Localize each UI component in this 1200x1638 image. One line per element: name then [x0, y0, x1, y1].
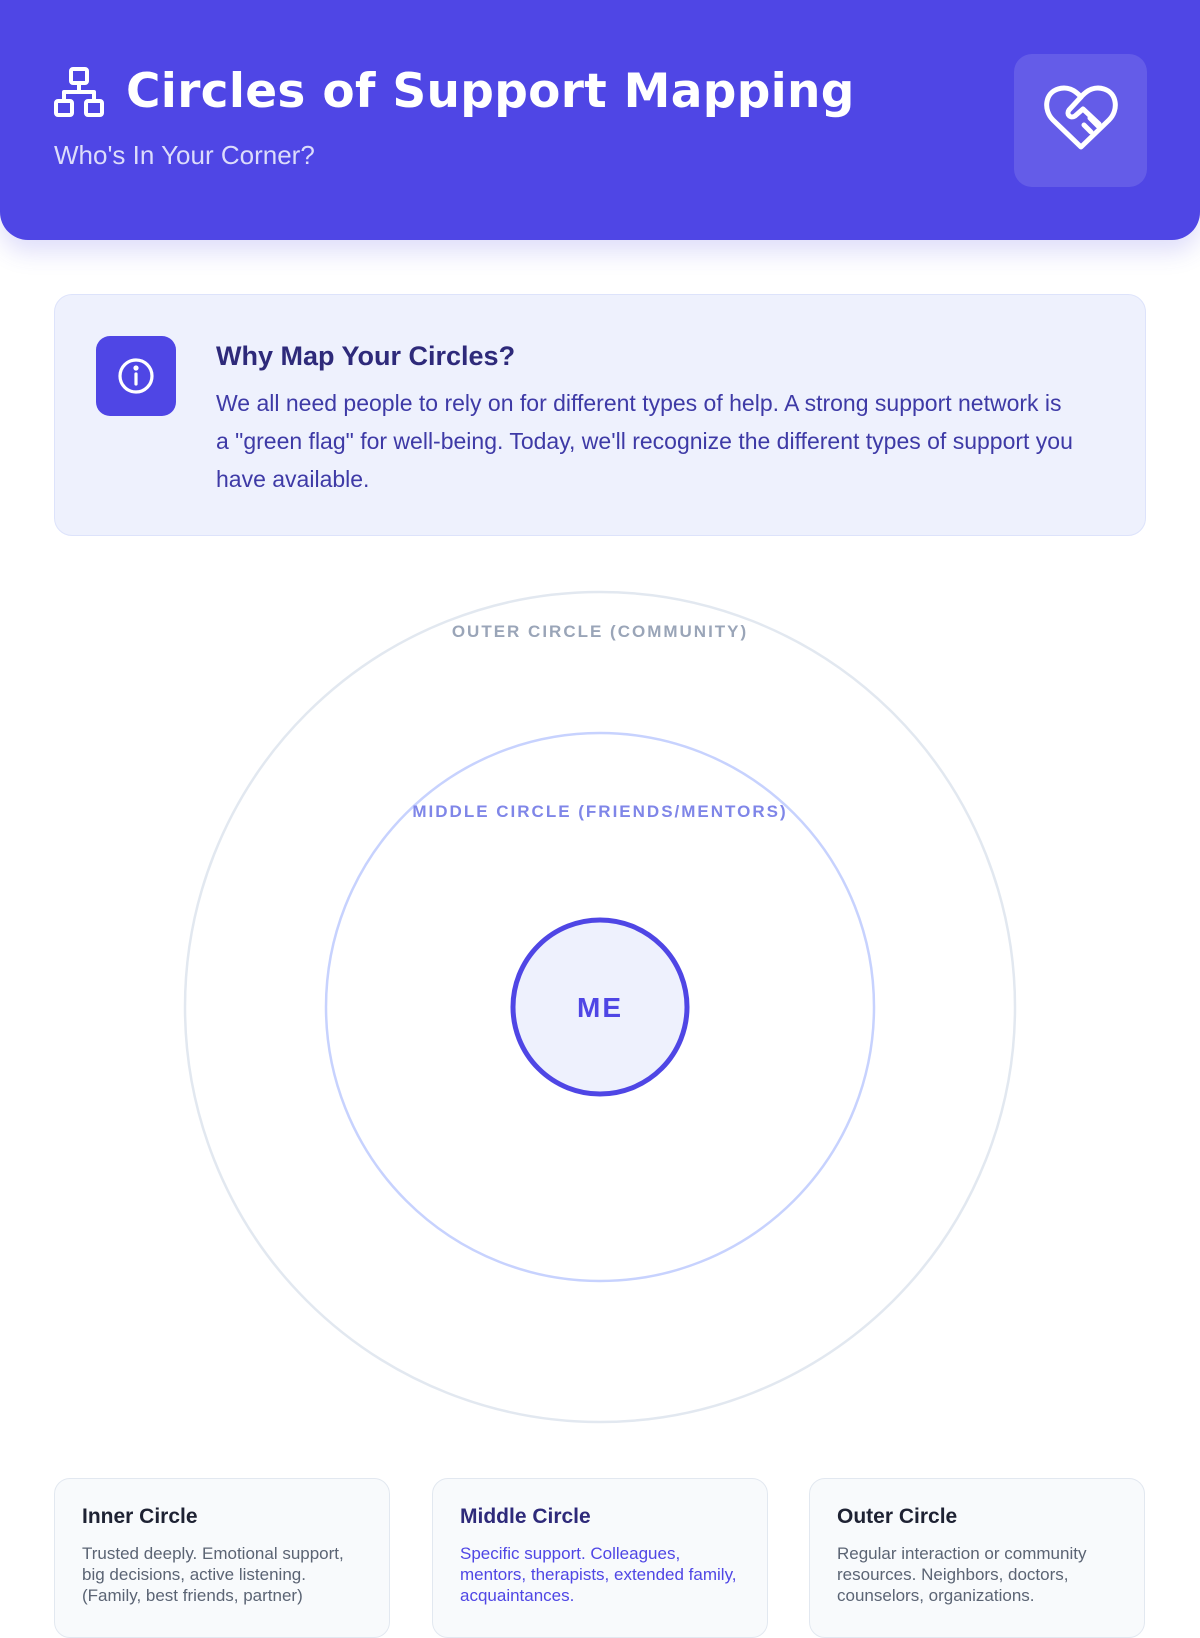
legend-description: Specific support. Colleagues, mentors, t… [460, 1544, 737, 1605]
legend-title: Outer Circle [837, 1505, 958, 1528]
sitemap-icon [54, 66, 104, 117]
legend-description: Regular interaction or community resourc… [837, 1544, 1087, 1605]
me-circle [510, 917, 690, 1097]
support-circles-diagram: OUTER CIRCLE (COMMUNITY) MIDDLE CIRCLE (… [0, 580, 1200, 1430]
legend-title: Inner Circle [82, 1505, 198, 1528]
info-icon [96, 336, 176, 416]
info-body: We all need people to rely on for differ… [216, 390, 1073, 492]
legend-description: Trusted deeply. Emotional support, big d… [82, 1544, 344, 1605]
me-label: ME [577, 992, 623, 1023]
inner-circle-card: Inner Circle Trusted deeply. Emotional s… [54, 1478, 390, 1638]
info-card: Why Map Your Circles? We all need people… [54, 294, 1146, 536]
legend-title: Middle Circle [460, 1505, 591, 1528]
middle-circle-ring [324, 731, 876, 1283]
header-title-row: Circles of Support Mapping [54, 64, 855, 119]
page-header: Circles of Support Mapping Who's In Your… [0, 0, 1200, 240]
outer-circle-ring [183, 590, 1017, 1424]
middle-circle-card: Middle Circle Specific support. Colleagu… [432, 1478, 768, 1638]
outer-circle-label: OUTER CIRCLE (COMMUNITY) [451, 622, 749, 641]
middle-circle-label: MIDDLE CIRCLE (FRIENDS/MENTORS) [412, 802, 788, 821]
page-subtitle: Who's In Your Corner? [54, 140, 315, 170]
heart-handshake-icon [1043, 83, 1119, 158]
outer-circle-card: Outer Circle Regular interaction or comm… [809, 1478, 1145, 1638]
page-title: Circles of Support Mapping [126, 64, 855, 119]
header-badge [1014, 54, 1147, 187]
info-heading: Why Map Your Circles? [216, 341, 516, 371]
